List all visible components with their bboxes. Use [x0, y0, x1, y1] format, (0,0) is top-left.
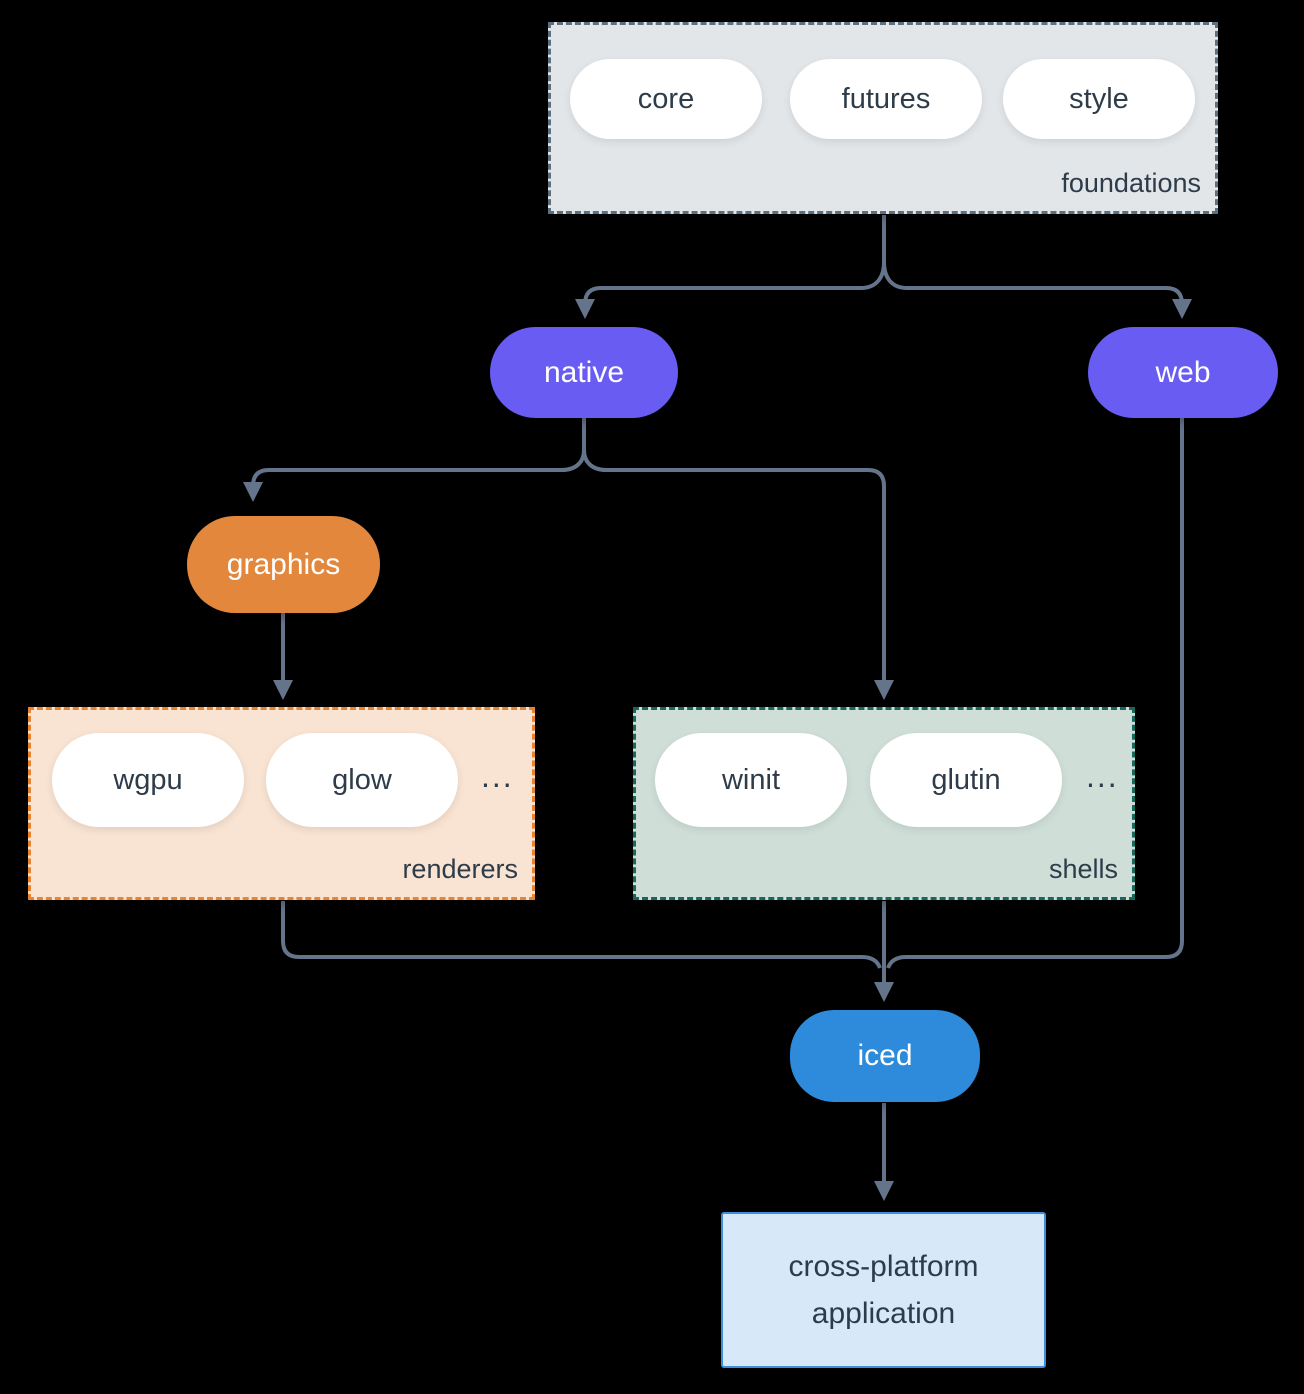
foundations-group-label: foundations: [1061, 168, 1201, 198]
node-futures: futures: [790, 59, 982, 139]
node-glutin: glutin: [870, 733, 1062, 827]
application-label-line2: application: [811, 1297, 956, 1330]
node-core: core: [570, 59, 762, 139]
edge-native-shells: [582, 449, 894, 700]
edge-foundations-web: [882, 261, 1192, 319]
node-web-label: web: [1155, 355, 1211, 389]
shells-ellipsis: ...: [1086, 758, 1119, 794]
shells-group: winit glutin ... shells: [633, 707, 1135, 900]
node-glow: glow: [266, 733, 458, 827]
node-graphics: graphics: [187, 516, 380, 613]
node-cross-platform-application: cross-platform application: [721, 1212, 1046, 1368]
node-style: style: [1003, 59, 1195, 139]
node-graphics-label: graphics: [226, 547, 341, 581]
renderers-group: wgpu glow ... renderers: [28, 707, 535, 900]
node-web: web: [1088, 327, 1278, 418]
node-iced: iced: [790, 1010, 980, 1102]
node-wgpu-label: wgpu: [113, 763, 183, 796]
node-native: native: [490, 327, 678, 418]
node-winit-label: winit: [721, 763, 780, 796]
node-iced-label: iced: [857, 1039, 913, 1072]
node-wgpu: wgpu: [52, 733, 244, 827]
node-winit: winit: [655, 733, 847, 827]
node-core-label: core: [637, 82, 695, 115]
application-label-line1: cross-platform: [788, 1250, 979, 1283]
edge-foundations-native: [575, 261, 886, 319]
foundations-group: core futures style foundations: [548, 22, 1218, 214]
shells-group-label: shells: [1048, 854, 1118, 884]
edge-native-graphics: [243, 449, 586, 502]
edge-renderers-merge: [281, 901, 882, 969]
node-glutin-label: glutin: [931, 763, 1001, 796]
renderers-group-label: renderers: [402, 854, 518, 884]
renderers-ellipsis: ...: [481, 758, 514, 794]
node-style-label: style: [1069, 82, 1129, 115]
edge-web-merge: [886, 418, 1184, 969]
node-futures-label: futures: [841, 82, 931, 115]
node-native-label: native: [543, 355, 625, 389]
node-glow-label: glow: [332, 763, 392, 796]
